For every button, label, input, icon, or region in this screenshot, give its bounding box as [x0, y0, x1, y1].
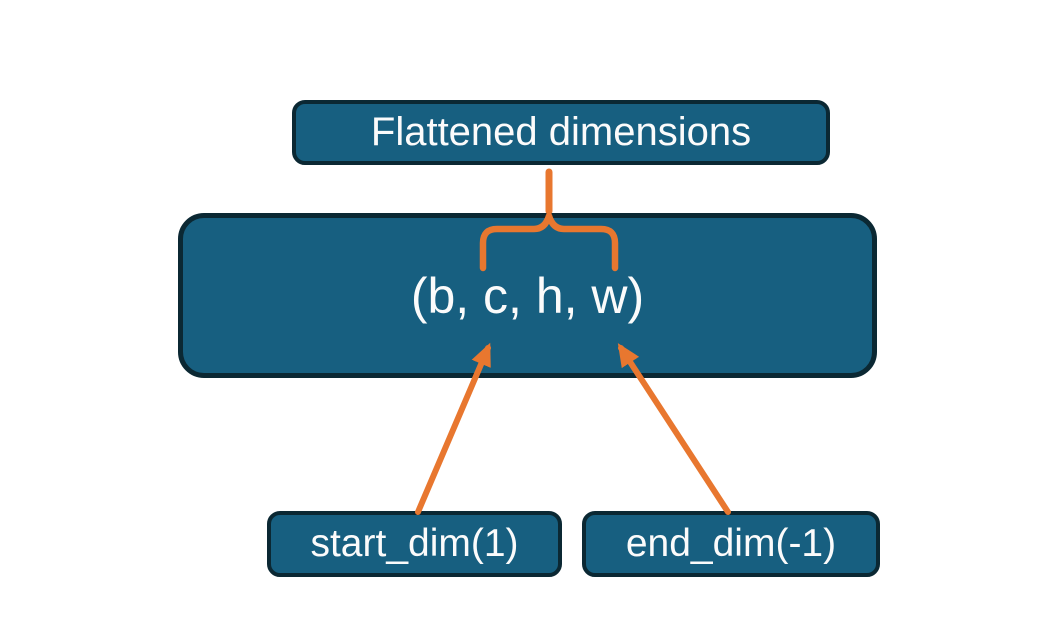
node-tensor-shape-label: (b, c, h, w) [410, 267, 645, 324]
node-flattened-dimensions: Flattened dimensions [292, 100, 830, 165]
node-end-dim: end_dim(-1) [582, 511, 880, 577]
node-flattened-dimensions-label: Flattened dimensions [370, 110, 752, 154]
node-start-dim: start_dim(1) [267, 511, 562, 577]
node-start-dim-label: start_dim(1) [310, 522, 519, 565]
node-tensor-shape: (b, c, h, w) [178, 213, 877, 378]
node-end-dim-label: end_dim(-1) [625, 522, 837, 565]
